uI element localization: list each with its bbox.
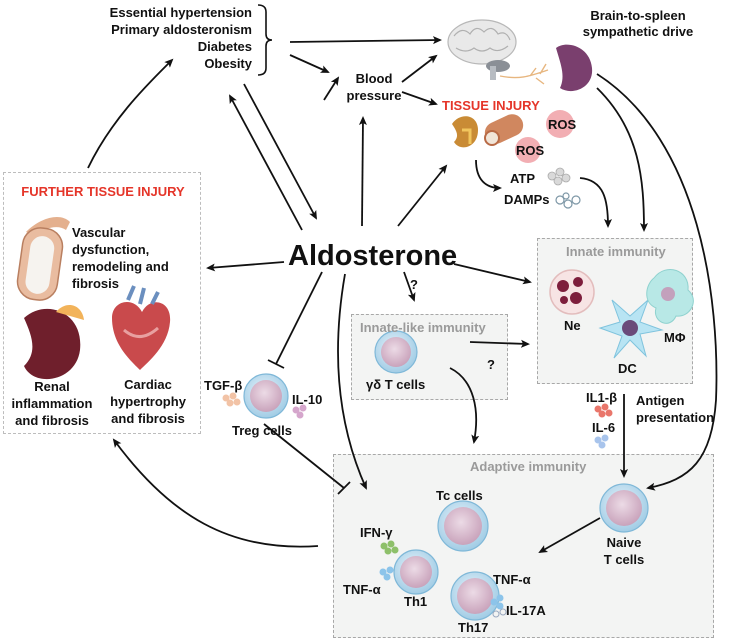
neutrophil-icon bbox=[549, 269, 595, 315]
tnf-alpha-label-th17: TNF-α bbox=[493, 572, 531, 587]
arrow-atp-to-innate bbox=[579, 177, 612, 228]
inhibit-treg-to-adaptive bbox=[263, 423, 345, 489]
antigen-presentation-label: Antigen presentation bbox=[636, 393, 715, 425]
vessel-icon bbox=[484, 114, 524, 146]
inhibit-aldo-to-treg bbox=[275, 271, 323, 365]
renal-label: Renal inflammation and fibrosis bbox=[11, 379, 93, 428]
arrow-naive-to-th1 bbox=[538, 517, 601, 553]
il1b-label: IL1-β bbox=[586, 390, 618, 405]
t-cell-icon-th1 bbox=[393, 549, 439, 595]
arrow-further-to-conditions bbox=[87, 58, 174, 169]
kidney-icon-further bbox=[24, 305, 84, 380]
brain-icon bbox=[447, 19, 517, 80]
arrow-aldo-to-innatelike bbox=[403, 271, 416, 302]
artery-icon bbox=[16, 217, 70, 301]
arrow-bp-to-brain bbox=[401, 54, 438, 83]
damps-label: DAMPs bbox=[504, 192, 550, 207]
arrow-bp-to-tissue bbox=[401, 91, 438, 106]
cytokine-dots-icon-il1b bbox=[594, 403, 613, 418]
cytokine-dots-icon-il6 bbox=[594, 434, 609, 449]
kidney-icon bbox=[452, 116, 478, 148]
naive-t-cells-label: Naive T cells bbox=[603, 535, 645, 567]
arrow-brain-to-innate bbox=[596, 87, 648, 232]
aldosterone-label: Aldosterone bbox=[288, 240, 458, 272]
blood-pressure-label: Blood pressure bbox=[346, 71, 402, 103]
spleen-icon bbox=[556, 44, 593, 92]
arrow-conditions-to-aldo bbox=[243, 83, 317, 220]
macrophage-icon bbox=[646, 269, 694, 324]
treg-label: Treg cells bbox=[232, 423, 292, 438]
arrow-adaptive-to-further bbox=[112, 438, 319, 548]
nerve-icon bbox=[499, 63, 549, 85]
th1-label: Th1 bbox=[404, 594, 428, 609]
tnf-alpha-label-th1: TNF-α bbox=[343, 582, 381, 597]
t-cell-icon-gd bbox=[374, 330, 418, 374]
condition-essential-hypertension: Essential hypertension bbox=[109, 5, 252, 20]
t-cell-icon-treg bbox=[243, 373, 289, 419]
cytokine-dots-icon-ifng bbox=[380, 540, 399, 555]
arrow-gd-to-innate bbox=[469, 339, 530, 348]
damps-icon bbox=[555, 192, 581, 209]
il17a-label: IL-17A bbox=[506, 603, 546, 618]
il10-label: IL-10 bbox=[292, 392, 323, 407]
il6-label: IL-6 bbox=[592, 420, 616, 435]
t-cell-icon-naive bbox=[599, 483, 649, 533]
innate-immunity-title: Innate immunity bbox=[566, 244, 666, 259]
condition-obesity: Obesity bbox=[204, 56, 252, 71]
arrow-aldo-to-adaptive bbox=[337, 273, 367, 490]
dendritic-cell-icon bbox=[598, 299, 664, 359]
arrow-aldo-to-further bbox=[206, 261, 285, 272]
ros-label-1: ROS bbox=[548, 117, 577, 132]
cytokine-dots-icon-il10 bbox=[292, 404, 307, 419]
tc-cells-label: Tc cells bbox=[436, 488, 483, 503]
vascular-label: Vascular dysfunction, remodeling and fib… bbox=[72, 225, 169, 291]
arrow-gd-to-adaptive bbox=[449, 367, 480, 444]
atp-label: ATP bbox=[510, 171, 536, 186]
conditions-bracket bbox=[257, 4, 273, 76]
adaptive-immunity-title: Adaptive immunity bbox=[470, 459, 587, 474]
conditions-list: Essential hypertension Primary aldostero… bbox=[62, 4, 252, 72]
condition-diabetes: Diabetes bbox=[197, 39, 252, 54]
tgf-beta-label: TGF-β bbox=[204, 378, 243, 393]
arrow-conditions-to-bp bbox=[289, 54, 330, 73]
arrow-conditions-to-brain bbox=[289, 36, 442, 45]
further-tissue-injury-title: FURTHER TISSUE INJURY bbox=[21, 184, 185, 199]
ifn-gamma-label: IFN-γ bbox=[360, 525, 393, 540]
ros-label-2: ROS bbox=[516, 143, 545, 158]
arrow-aldo-to-innate bbox=[453, 263, 532, 285]
brain-spleen-label: Brain-to-spleen sympathetic drive bbox=[582, 8, 694, 39]
ne-label: Ne bbox=[564, 318, 581, 333]
arrow-brain-to-naive bbox=[596, 73, 718, 491]
mphi-label: MΦ bbox=[664, 330, 686, 345]
arrow-aldo-to-bp bbox=[358, 116, 367, 227]
dc-label: DC bbox=[618, 361, 637, 376]
further-tissue-injury-box bbox=[3, 172, 201, 434]
cytokine-dots-icon-tgf bbox=[222, 392, 241, 407]
arrow-aldo-to-tissue bbox=[397, 164, 448, 227]
t-cell-icon-th17 bbox=[450, 571, 500, 621]
innate-like-immunity-title: Innate-like immunity bbox=[360, 320, 486, 335]
arrow-aldo-to-conditions bbox=[229, 94, 303, 231]
cytokine-dots-icon-tnfa bbox=[379, 566, 504, 610]
t-cell-icon-tc bbox=[437, 500, 489, 552]
question-mark-innate: ? bbox=[487, 357, 495, 372]
question-mark-innatelike: ? bbox=[410, 277, 418, 292]
tissue-injury-title: TISSUE INJURY bbox=[442, 98, 540, 113]
heart-icon bbox=[112, 285, 171, 370]
cardiac-label: Cardiac hypertrophy and fibrosis bbox=[110, 377, 186, 426]
inhibit-aldo-to-treg-bar bbox=[267, 359, 285, 369]
cytokine-dots-icon-il17a bbox=[492, 608, 507, 618]
condition-primary-aldosteronism: Primary aldosteronism bbox=[111, 22, 252, 37]
th17-label: Th17 bbox=[458, 620, 489, 635]
ros-icon bbox=[515, 110, 574, 163]
gd-t-cells-label: γδ T cells bbox=[366, 377, 426, 392]
arrow-tissue-to-atp bbox=[475, 159, 502, 192]
inhibit-treg-to-adaptive-bar bbox=[337, 481, 351, 495]
arrow-bp-up bbox=[323, 76, 340, 101]
atp-icon bbox=[547, 167, 571, 186]
